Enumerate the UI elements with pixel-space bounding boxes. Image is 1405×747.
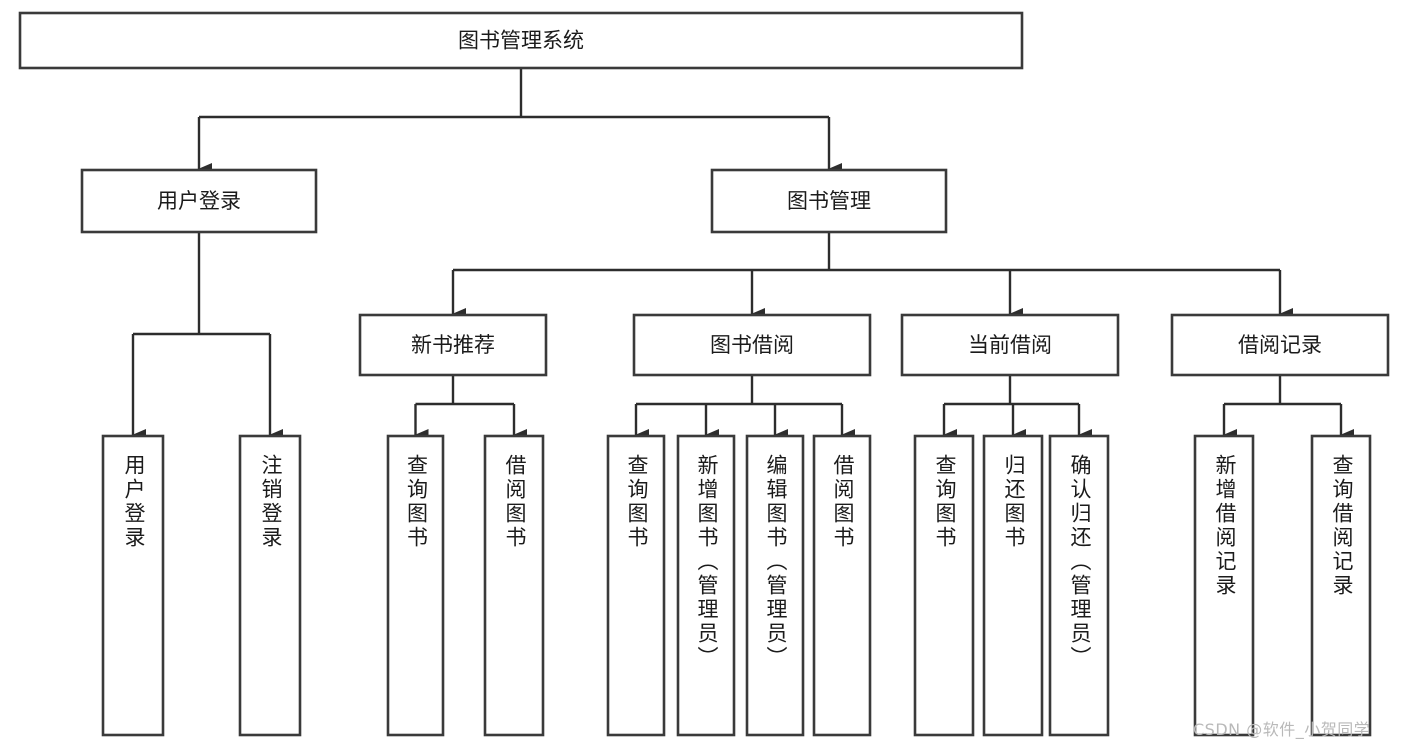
leaf-node-leaf-borrow-add[interactable] — [676, 434, 736, 737]
leaf-node-leaf-rec-query2[interactable] — [1310, 434, 1372, 737]
node-label: 当前借阅 — [968, 333, 1052, 357]
connector-borrow-record-to-leaves — [1222, 375, 1354, 441]
node-label: 用户登录 — [157, 189, 241, 213]
connector-root-to-level2 — [197, 68, 842, 175]
leaf-node-leaf-cur-query[interactable] — [913, 434, 975, 737]
connector-book-borrow-to-leaves — [634, 375, 855, 441]
node-label: 图书管理系统 — [458, 29, 584, 53]
leaf-node-leaf-rec-add[interactable] — [1193, 434, 1255, 737]
node-borrow-record[interactable]: 借阅记录 — [1170, 313, 1390, 377]
leaf-node-leaf-borrow-query[interactable] — [606, 434, 666, 737]
node-label: 图书借阅 — [710, 333, 794, 357]
connector-current-borrow-to-leaves — [942, 375, 1092, 441]
node-label: 借阅记录 — [1238, 333, 1322, 357]
connector-bookmanage-to-level3 — [451, 232, 1293, 320]
node-current-borrow[interactable]: 当前借阅 — [900, 313, 1120, 377]
root-node-system[interactable]: 图书管理系统 — [18, 11, 1024, 70]
connector-lines — [131, 68, 1354, 441]
leaf-node-leaf-borrow-edit[interactable] — [745, 434, 805, 737]
leaf-node-leaf-user-logout[interactable] — [238, 434, 302, 737]
leaf-node-leaf-cur-confirm[interactable] — [1048, 434, 1110, 737]
connector-user-login-to-leaves — [131, 232, 283, 441]
leaf-node-leaf-rec-query[interactable] — [386, 434, 445, 737]
node-label: 图书管理 — [787, 189, 871, 213]
node-new-book-rec[interactable]: 新书推荐 — [358, 313, 548, 377]
node-label: 新书推荐 — [411, 333, 495, 357]
csdn-watermark: CSDN @软件_小贺同学 — [1193, 720, 1371, 739]
leaf-node-leaf-user-login[interactable] — [101, 434, 165, 737]
connector-new-book-rec-to-leaves — [414, 375, 527, 441]
node-user-login[interactable]: 用户登录 — [80, 168, 318, 234]
node-book-borrow[interactable]: 图书借阅 — [632, 313, 872, 377]
leaf-node-leaf-borrow-do[interactable] — [812, 434, 872, 737]
node-book-manage[interactable]: 图书管理 — [710, 168, 948, 234]
leaf-node-leaf-rec-borrow[interactable] — [483, 434, 545, 737]
leaf-node-leaf-cur-return[interactable] — [982, 434, 1044, 737]
